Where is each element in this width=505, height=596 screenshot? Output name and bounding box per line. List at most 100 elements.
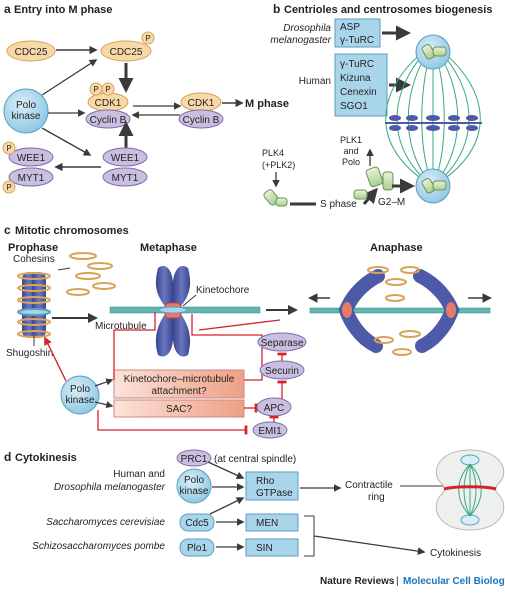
polo-kinase-a-node: Polo kinase [3, 88, 49, 134]
wee1-myt1-left: WEE1 MYT1 P P [2, 141, 54, 194]
plk1-label-line2: and [343, 146, 358, 156]
km-line1: Kinetochore–microtubule [124, 374, 235, 385]
men-box [245, 513, 299, 532]
cdk1-left-label: CDK1 [95, 98, 122, 109]
p-badge-cdk1-1: P [93, 85, 98, 94]
m-phase-label: M phase [245, 98, 289, 110]
centrosome-bottom [415, 168, 451, 204]
human-box-line2: Kizuna [340, 73, 371, 84]
s-phase-label: S phase [320, 199, 357, 210]
wee1-myt1-right: WEE1 MYT1 [102, 147, 148, 187]
polo-c-line1: Polo [70, 384, 90, 395]
cyclinb-right-label: Cyclin B [183, 115, 220, 126]
securin-node: Securin [259, 360, 305, 380]
panel-b: b Centrioles and centrosomes biogenesis … [262, 2, 492, 210]
emi1-label: EMI1 [258, 426, 282, 437]
anaphase-cohesins [367, 266, 421, 356]
centrosome-top [415, 34, 451, 70]
plk4-label-line1: PLK4 [262, 148, 284, 158]
human-box-line3: Cenexin [340, 87, 377, 98]
men-label: MEN [256, 518, 278, 529]
centriole-pair-2 [353, 166, 394, 200]
anaphase-chromosome-left [338, 269, 385, 353]
polo-d-line2: kinase [180, 486, 209, 497]
footer-section: Molecular Cell Biology [403, 576, 505, 587]
wee1-left-label: WEE1 [17, 153, 46, 164]
panel-c-letter: c [4, 223, 11, 237]
human-drosophila-line2: Drosophila melanogaster [54, 482, 166, 493]
red-link-attachment [191, 314, 263, 381]
cdc25-left-node: CDC25 [6, 40, 56, 62]
red-link-kinetochore [113, 312, 156, 380]
prophase-chromosome [17, 272, 51, 338]
arrow-cdc5-to-rho [209, 497, 245, 515]
km-attachment-box [113, 369, 245, 399]
securin-label: Securin [265, 366, 299, 377]
centriole-pair-1 [263, 189, 288, 207]
contractile-ring [443, 485, 497, 491]
cohesins-label: Cohesins [13, 254, 55, 265]
drosophila-box [334, 18, 381, 48]
plk1-label-line1: PLK1 [340, 135, 362, 145]
polo-kinase-d-node: Polo kinase [176, 468, 212, 504]
arrow-prc1-to-rho [207, 461, 245, 479]
polo-c-line2: kinase [66, 395, 95, 406]
arrow-polo-to-wee1 [41, 127, 92, 156]
released-cohesins [66, 252, 116, 296]
human-box [334, 53, 388, 117]
footer-credit: Nature Reviews | Molecular Cell Biology [320, 576, 505, 587]
apc-label: APC [264, 403, 285, 414]
anaphase-microtubule [309, 307, 491, 314]
shugoshin-label: Shugoshin [6, 348, 53, 359]
sin-label: SIN [256, 543, 273, 554]
panel-b-letter: b [273, 2, 280, 16]
prc1-note: (at central spindle) [214, 454, 296, 465]
panel-a-letter: a [4, 2, 11, 16]
wee1-right-label: WEE1 [111, 153, 140, 164]
metaphase-label: Metaphase [140, 242, 197, 254]
panel-c-title: Mitotic chromosomes [15, 225, 129, 237]
p-badge-wee1: P [6, 144, 11, 153]
myt1-left-label: MYT1 [18, 173, 45, 184]
polo-inhibits-emi1 [97, 410, 248, 435]
polo-kinase-c-node: Polo kinase [60, 375, 100, 415]
cdc25-right-label: CDC25 [110, 47, 143, 58]
metaphase-chromosome [155, 265, 191, 357]
apc-node: APC [256, 397, 292, 417]
p-badge-cdk1-2: P [105, 85, 110, 94]
drosophila-box-line1: ASP [340, 22, 360, 33]
km-line2: attachment? [151, 386, 206, 397]
drosophila-label-line2: melanogaster [270, 35, 331, 46]
sac-label: SAC? [166, 404, 193, 415]
contractile-line2: ring [368, 492, 385, 503]
plk1-label-line3: Polo [342, 157, 360, 167]
rho-gtpase-box [245, 471, 299, 501]
dividing-cell [435, 449, 505, 531]
plo1-label: Plo1 [187, 543, 207, 554]
rho-line1: Rho [256, 476, 275, 487]
cdc25-right-node: CDC25 P [100, 31, 155, 62]
schizo-label: Schizosaccharomyces pombe [32, 541, 165, 552]
kinetochore-label: Kinetochore [196, 285, 250, 296]
prc1-node: PRC1 [176, 449, 212, 467]
human-box-line1: γ-TuRC [340, 59, 374, 70]
drosophila-label-line1: Drosophila [283, 23, 331, 34]
plo1-node: Plo1 [179, 538, 215, 557]
cdc5-node: Cdc5 [179, 513, 215, 532]
prc1-label: PRC1 [181, 454, 208, 465]
saccharomyces-label: Saccharomyces cerevisiae [46, 517, 165, 528]
panel-c: c Mitotic chromosomes Prophase Metaphase… [4, 223, 492, 439]
arrow-to-cytokinesis [313, 535, 426, 555]
anaphase-chromosome-right [413, 269, 460, 353]
contractile-line1: Contractile [345, 480, 393, 491]
cytokinesis-label: Cytokinesis [430, 548, 481, 559]
emi1-node: EMI1 [252, 421, 288, 439]
rho-line2: GTPase [256, 488, 293, 499]
cdc5-label: Cdc5 [185, 518, 209, 529]
kinetochore-pointer [182, 294, 197, 307]
human-drosophila-line1: Human and [113, 469, 165, 480]
footer-journal: Nature Reviews [320, 576, 395, 587]
sin-box [245, 538, 299, 557]
human-label: Human [299, 76, 331, 87]
